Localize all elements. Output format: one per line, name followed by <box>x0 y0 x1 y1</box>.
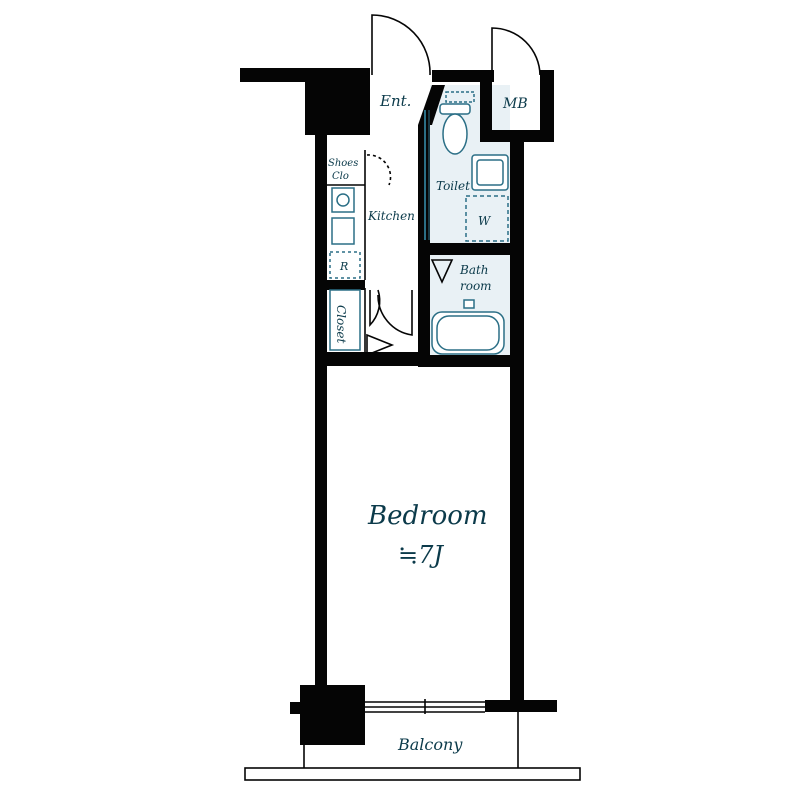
toilet-tank <box>439 103 471 115</box>
fixtures <box>329 91 509 355</box>
shoes-door <box>366 154 392 186</box>
labels: Ent. MB Shoes Clo Kitchen Toilet W Bath … <box>328 92 528 754</box>
fridge-space <box>329 251 361 279</box>
toilet-bowl <box>442 113 468 155</box>
closet-label: Closet <box>334 305 348 344</box>
washer-label: W <box>478 214 492 228</box>
kitchen-sink <box>331 217 355 245</box>
bath-faucet <box>463 299 475 309</box>
bath-door-tri <box>430 259 454 284</box>
closet-box <box>329 289 361 351</box>
bathtub-inner <box>436 315 500 351</box>
shoes-closet-label-2: Clo <box>332 171 349 182</box>
meter-box-label: MB <box>502 96 528 112</box>
entry-column <box>305 75 370 135</box>
balcony-label: Balcony <box>397 735 463 754</box>
bedroom-label: Bedroom <box>367 501 488 531</box>
kitchen-label: Kitchen <box>367 209 415 223</box>
wash-basin-inner <box>476 159 504 186</box>
toilet-label: Toilet <box>436 179 470 193</box>
mb-door <box>491 27 541 76</box>
closet-door-left <box>369 289 381 327</box>
left-outer-wall <box>315 125 327 710</box>
bedroom-top-wall-left <box>315 352 420 366</box>
mb-wall-right <box>540 70 554 140</box>
top-wall-mid <box>432 70 494 82</box>
doors <box>366 14 541 357</box>
bathroom-label-1: Bath <box>459 263 489 277</box>
bathroom-label-2: room <box>460 279 492 293</box>
entrance-label: Ent. <box>379 92 411 110</box>
closet-door-tri <box>366 333 395 357</box>
entrance-door <box>371 14 431 76</box>
walls <box>240 68 557 745</box>
fridge-label: R <box>339 260 348 273</box>
bedroom-size-label: ≒7J <box>398 541 444 569</box>
shoes-closet-label-1: Shoes <box>328 158 358 169</box>
bottom-right-wall <box>485 700 557 712</box>
closet-door-right <box>377 290 413 336</box>
stove-burner <box>336 193 350 207</box>
toilet-counter <box>445 91 475 103</box>
bottom-left-column <box>300 685 365 745</box>
wet-area-right-wall <box>510 130 524 700</box>
toilet-fixture <box>439 91 475 155</box>
thin-lines <box>244 150 581 781</box>
toilet-bath-wall <box>418 243 510 255</box>
bottom-left-stub <box>290 702 304 714</box>
bedroom-top-wall-right <box>418 355 524 367</box>
balcony-rail <box>244 767 581 781</box>
mb-wall-left <box>480 70 492 140</box>
washer-space <box>465 195 509 242</box>
closet-top-wall <box>315 280 365 290</box>
